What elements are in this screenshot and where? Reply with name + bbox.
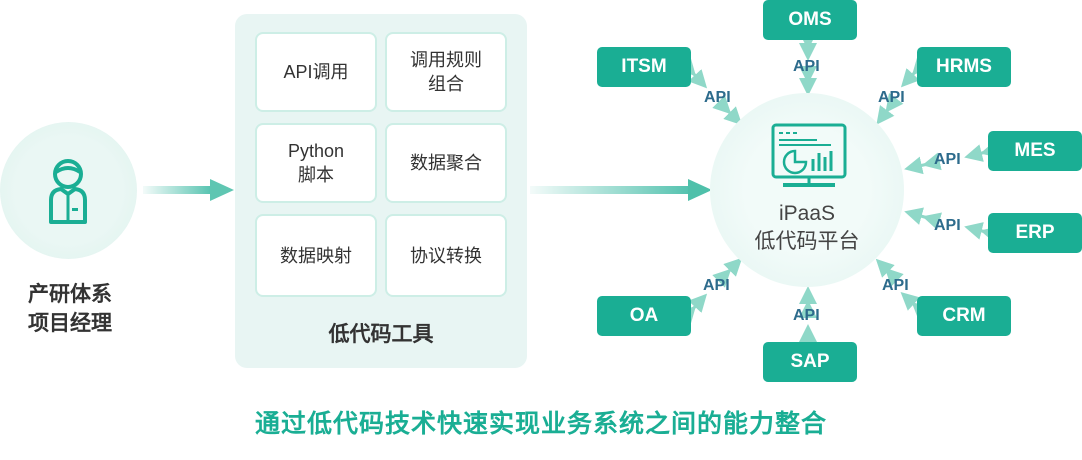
api-label-erp: API <box>934 217 961 234</box>
role-avatar <box>0 122 137 259</box>
role-line-2: 项目经理 <box>28 312 112 335</box>
system-crm: CRM <box>917 296 1011 336</box>
person-icon <box>49 159 87 224</box>
hub-label-line-1: iPaaS <box>778 202 836 225</box>
role-label: 产研体系 项目经理 <box>10 280 130 338</box>
api-label-mes: API <box>934 151 961 168</box>
system-oms: OMS <box>763 0 857 40</box>
system-oa: OA <box>597 296 691 336</box>
system-itsm: ITSM <box>597 47 691 87</box>
tool-tile-protocol: 协议转换 <box>385 214 507 297</box>
api-label-oa: API <box>703 277 730 294</box>
tool-tile-api-call: API调用 <box>255 32 377 112</box>
flow-arrow-1 <box>143 179 234 201</box>
panel-title: 低代码工具 <box>328 323 434 346</box>
hub-label-line-2: 低代码平台 <box>754 230 860 253</box>
system-mes: MES <box>988 131 1082 171</box>
flow-arrow-2 <box>530 179 712 201</box>
system-erp: ERP <box>988 213 1082 253</box>
tool-tile-rule-combo: 调用规则组合 <box>385 32 507 112</box>
footer-caption: 通过低代码技术快速实现业务系统之间的能力整合 <box>254 410 827 438</box>
hub-label: iPaaS 低代码平台 <box>710 200 904 256</box>
api-label-hrms: API <box>878 89 905 106</box>
tool-tile-aggregation: 数据聚合 <box>385 123 507 203</box>
monitor-chart-icon <box>771 123 847 187</box>
system-sap: SAP <box>763 342 857 382</box>
api-label-itsm: API <box>704 89 731 106</box>
api-label-oms: API <box>793 58 820 75</box>
api-label-sap: API <box>793 307 820 324</box>
tool-tile-mapping: 数据映射 <box>255 214 377 297</box>
api-label-crm: API <box>882 277 909 294</box>
api-links <box>677 32 1000 352</box>
role-line-1: 产研体系 <box>28 283 112 306</box>
ipaas-hub <box>710 93 904 287</box>
system-hrms: HRMS <box>917 47 1011 87</box>
